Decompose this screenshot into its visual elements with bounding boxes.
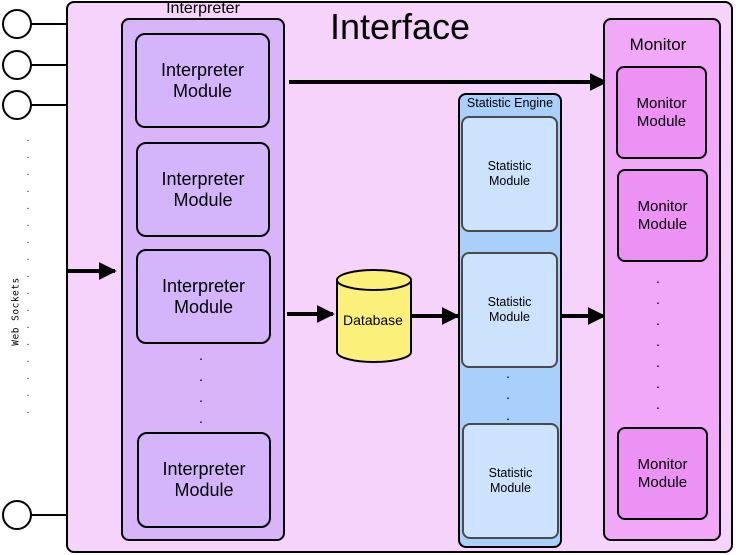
monitor-title: Monitor bbox=[629, 35, 687, 54]
interpreter-module: Interpreter Module bbox=[136, 142, 270, 237]
interpreter-title: Interpreter bbox=[166, 0, 240, 17]
interpreter-module: Interpreter Module bbox=[135, 33, 270, 128]
web-socket-port bbox=[2, 9, 32, 39]
database-label: Database bbox=[343, 312, 403, 328]
web-socket-port bbox=[2, 50, 32, 80]
web-socket-ports bbox=[2, 9, 67, 530]
interpreter-ellipsis: . . . . bbox=[199, 347, 203, 426]
monitor-module: Monitor Module bbox=[617, 427, 708, 520]
statistic-module: Statistic Module bbox=[462, 423, 559, 539]
database-cylinder bbox=[336, 269, 412, 363]
web-socket-port bbox=[2, 500, 32, 530]
interface-title: Interface bbox=[329, 6, 471, 47]
interpreter-module: Interpreter Module bbox=[137, 432, 271, 528]
statistic-module: Statistic Module bbox=[461, 116, 558, 232]
monitor-ellipsis: . . . . . . . bbox=[656, 270, 660, 412]
monitor-module: Monitor Module bbox=[616, 66, 707, 159]
statistic-ellipsis: . . . bbox=[506, 365, 510, 423]
web-socket-port bbox=[2, 90, 32, 120]
statistic-engine-title: Statistic Engine bbox=[466, 96, 554, 110]
monitor-module: Monitor Module bbox=[617, 169, 708, 262]
web-sockets-ellipsis: . . . . . . . . . . . . . . . . . bbox=[26, 133, 30, 416]
interpreter-module: Interpreter Module bbox=[136, 249, 271, 344]
statistic-module: Statistic Module bbox=[461, 252, 558, 368]
